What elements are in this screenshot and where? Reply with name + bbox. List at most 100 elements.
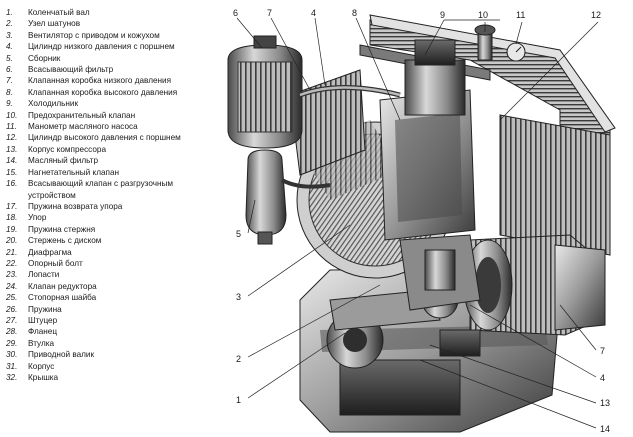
legend-number: 17. xyxy=(6,201,18,211)
legend-item: 12. Цилиндр высокого давления с поршнем xyxy=(4,132,204,143)
legend-text: Фланец xyxy=(28,327,58,337)
legend-text: Упор xyxy=(28,213,47,223)
legend-item: 25. Стопорная шайба xyxy=(4,292,204,303)
legend-item: 8. Клапанная коробка высокого давления xyxy=(4,87,204,98)
legend-number: 26. xyxy=(6,304,18,314)
legend-item: 3. Вентилятор с приводом и кожухом xyxy=(4,30,204,41)
legend-text: Клапанная коробка высокого давления xyxy=(28,87,178,97)
legend-number: 3. xyxy=(6,30,13,40)
legend-text: Холодильник xyxy=(28,99,79,109)
legend-number: 23. xyxy=(6,270,18,280)
legend-text: Втулка xyxy=(28,338,55,348)
legend-number: 6. xyxy=(6,65,13,75)
callout-13: 13 xyxy=(600,398,610,408)
legend-text: Манометр масляного насоса xyxy=(28,122,138,132)
legend-number: 15. xyxy=(6,167,18,177)
legend-item: 4. Цилиндр низкого давления с поршнем xyxy=(4,41,204,52)
legend-number: 29. xyxy=(6,338,18,348)
legend-item: 22. Опорный болт xyxy=(4,258,204,269)
legend-number: 24. xyxy=(6,281,18,291)
legend-text: Опорный болт xyxy=(28,258,83,268)
legend-text: Цилиндр низкого давления с поршнем xyxy=(28,42,175,52)
callout-12: 12 xyxy=(591,10,601,20)
legend-item: 10. Предохранительный клапан xyxy=(4,110,204,121)
legend-number: 14. xyxy=(6,156,18,166)
legend-number: 19. xyxy=(6,224,18,234)
legend-number: 4. xyxy=(6,42,13,52)
legend-item: 16. Всасывающий клапан с разгрузочным уст… xyxy=(4,178,204,201)
legend-item: 2.Узел шатунов xyxy=(4,18,204,29)
callout-6: 6 xyxy=(233,8,238,18)
legend-number: 16. xyxy=(6,179,18,189)
legend-number: 7. xyxy=(6,76,13,86)
legend-text: Клапанная коробка низкого давления xyxy=(28,76,172,86)
legend-text: Нагнетательный клапан xyxy=(28,167,120,177)
legend-item: 18. Упор xyxy=(4,212,204,223)
legend-text: Лопасти xyxy=(28,270,60,280)
legend-item: 13.Корпус компрессора xyxy=(4,144,204,155)
legend-number: 27. xyxy=(6,315,18,325)
callout-4: 4 xyxy=(311,8,316,18)
legend-text: Штуцер xyxy=(28,315,58,325)
legend-item: 24. Клапан редуктора xyxy=(4,281,204,292)
legend-item: 11. Манометр масляного насоса xyxy=(4,121,204,132)
legend-number: 32. xyxy=(6,373,18,382)
legend-item: 19. Пружина стержня xyxy=(4,224,204,235)
legend-number: 9. xyxy=(6,99,13,109)
legend-item: 26. Пружина xyxy=(4,304,204,315)
legend-number: 28. xyxy=(6,327,18,337)
legend-number: 18. xyxy=(6,213,18,223)
legend-text: Крышка xyxy=(28,373,59,382)
legend-item: 28. Фланец xyxy=(4,326,204,337)
legend-number: 5. xyxy=(6,53,13,63)
legend-item: 7. Клапанная коробка низкого давления xyxy=(4,75,204,86)
legend-item: 27. Штуцер xyxy=(4,315,204,326)
legend-text: Предохранительный клапан xyxy=(28,110,136,120)
legend-number: 12. xyxy=(6,133,18,143)
legend-text: Клапан редуктора xyxy=(28,281,97,291)
legend-number: 11. xyxy=(6,122,17,132)
callout-11: 11 xyxy=(516,10,525,20)
legend-item: 17. Пружина возврата упора xyxy=(4,201,204,212)
legend-number: 10. xyxy=(6,110,18,120)
legend-item: 31. Корпус xyxy=(4,361,204,372)
legend-number: 13. xyxy=(6,144,18,154)
legend-item: 1.Коленчатый вал xyxy=(4,7,204,18)
callout-4b: 4 xyxy=(600,373,605,383)
legend-item: 14.Масляный фильтр xyxy=(4,155,204,166)
legend-text: Стержень с диском xyxy=(28,236,102,246)
legend-text: Пружина xyxy=(28,304,62,314)
legend-text: Корпус xyxy=(28,361,55,371)
legend-number: 20. xyxy=(6,236,18,246)
callout-5: 5 xyxy=(236,229,241,239)
callout-1: 1 xyxy=(236,395,241,405)
legend-number: 21. xyxy=(6,247,18,257)
legend-item: 21. Диафрагма xyxy=(4,247,204,258)
legend-number: 8. xyxy=(6,87,13,97)
legend-text: Пружина возврата упора xyxy=(28,201,123,211)
legend-text: Диафрагма xyxy=(28,247,72,257)
legend-number: 1. xyxy=(6,8,13,17)
callout-10: 10 xyxy=(478,10,488,20)
legend-text: Стопорная шайба xyxy=(28,293,97,303)
legend-number: 25. xyxy=(6,293,18,303)
legend-item: 32. Крышка xyxy=(4,372,204,383)
callout-3: 3 xyxy=(236,292,241,302)
callout-leaders xyxy=(236,17,599,429)
legend-text: Всасывающий фильтр xyxy=(28,65,114,75)
legend-item: 9. Холодильник xyxy=(4,98,204,109)
legend-number: 31. xyxy=(6,361,18,371)
legend-item: 5.Сборник xyxy=(4,53,204,64)
callout-8: 8 xyxy=(352,8,357,18)
legend-item: 30.Приводной валик xyxy=(4,349,204,360)
legend-text: Пружина стержня xyxy=(28,224,96,234)
legend-text: Цилиндр высокого давления с поршнем xyxy=(28,133,181,143)
legend-text: Всасывающий клапан с разгрузочным устрой… xyxy=(28,179,173,200)
callout-7b: 7 xyxy=(600,346,605,356)
legend-text: Вентилятор с приводом и кожухом xyxy=(28,30,160,40)
legend-text: Узел шатунов xyxy=(28,19,81,29)
legend-number: 22. xyxy=(6,258,18,268)
legend-item: 29. Втулка xyxy=(4,338,204,349)
